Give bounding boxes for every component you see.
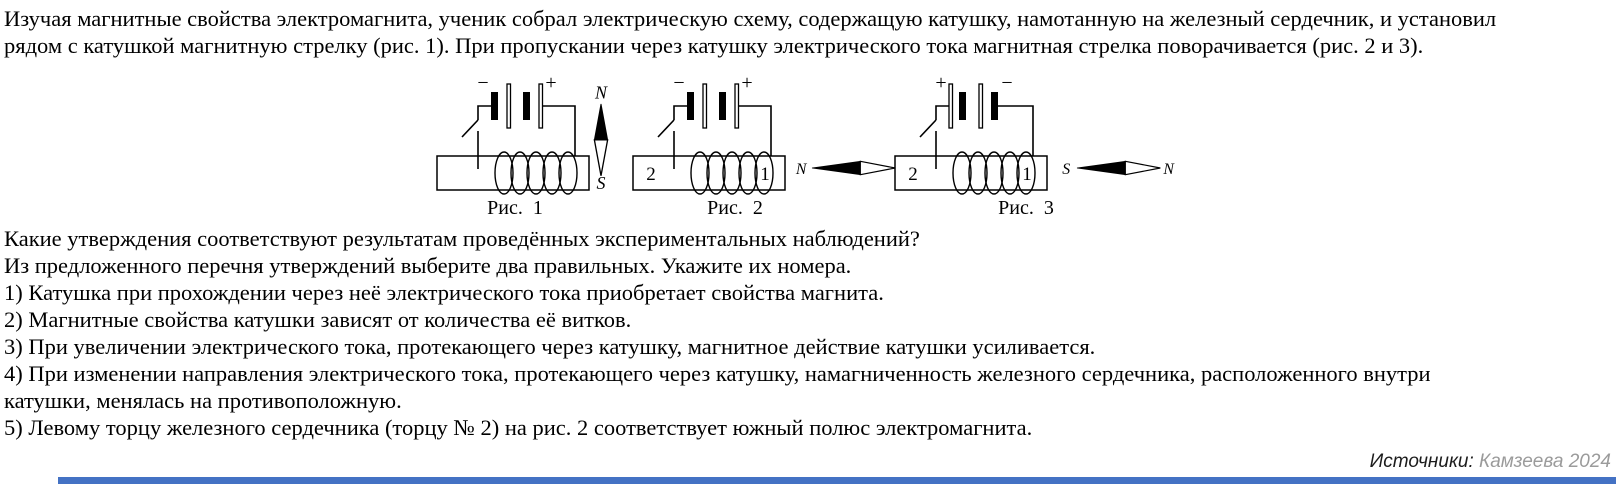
fig2-caption: Рис. 2 xyxy=(707,197,763,219)
intro-line-1: Изучая магнитные свойства электромагнита… xyxy=(4,6,1497,31)
fig1-needle-dark-half xyxy=(593,103,609,141)
intro-paragraph: Изучая магнитные свойства электромагнита… xyxy=(4,5,1496,59)
option-4-line-2: катушки, менялась на противоположную. xyxy=(4,388,402,413)
fig2-needle-left-label: N xyxy=(795,161,808,178)
fig1-needle-light-half xyxy=(593,139,609,176)
fig2-core-end-1-label: 1 xyxy=(760,164,770,185)
fig3-needle-light-half xyxy=(1124,160,1161,176)
fig1-coil xyxy=(494,151,578,195)
fig1-battery-minus-label: − xyxy=(477,74,488,94)
fig1-switch xyxy=(461,105,491,169)
fig3-right-wire xyxy=(998,105,1034,156)
option-3: 3) При увеличении электрического тока, п… xyxy=(4,334,1096,359)
question-line-2: Из предложенного перечня утверждений выб… xyxy=(4,253,852,278)
option-2: 2) Магнитные свойства катушки зависят от… xyxy=(4,307,632,332)
fig3-needle-right-label: N xyxy=(1162,161,1175,178)
fig2-battery-minus-label: − xyxy=(673,74,684,94)
fig3-needle-dark-half xyxy=(1076,160,1126,176)
fig1-battery xyxy=(491,83,544,129)
fig1-needle-south-label: S xyxy=(597,173,606,192)
fig3-needle-left-label: S xyxy=(1062,161,1070,178)
source-value: Камзеева 2024 xyxy=(1473,451,1611,472)
source-label: Источники: xyxy=(1369,451,1474,472)
fig2-circuit-diagram: − + 2 1 xyxy=(632,74,786,195)
fig1-needle-north-label: N xyxy=(594,84,608,102)
fig3-circuit-diagram: + − 2 1 xyxy=(894,74,1048,195)
fig2-core-end-2-label: 2 xyxy=(646,164,656,185)
source-attribution: Источники: Камзеева 2024 xyxy=(1370,451,1611,473)
fig1-compass-needle: N S xyxy=(593,84,609,192)
fig2-switch xyxy=(657,105,687,169)
fig1-circuit-diagram: − + xyxy=(436,74,590,195)
option-1: 1) Катушка при прохождении через неё эле… xyxy=(4,280,884,305)
fig3-battery-minus-label: − xyxy=(1001,74,1012,94)
question-block: Какие утверждения соответствуют результа… xyxy=(4,225,1431,441)
fig3-core-end-2-label: 2 xyxy=(908,164,918,185)
question-line-1: Какие утверждения соответствуют результа… xyxy=(4,226,920,251)
intro-line-2: рядом с катушкой магнитную стрелку (рис.… xyxy=(4,33,1424,58)
fig1-battery-plus-label: + xyxy=(545,74,556,94)
fig3-battery xyxy=(948,83,998,129)
fig2-needle-light-half xyxy=(859,160,896,176)
fig3-switch xyxy=(919,105,949,169)
fig2-battery xyxy=(687,83,740,129)
fig3-core-end-1-label: 1 xyxy=(1022,164,1032,185)
fig3-coil xyxy=(952,151,1036,195)
fig2-battery-plus-label: + xyxy=(741,74,752,94)
fig3-caption: Рис. 3 xyxy=(998,197,1054,219)
option-5: 5) Левому торцу железного сердечника (то… xyxy=(4,415,1033,440)
fig2-coil xyxy=(690,151,774,195)
option-4-line-1: 4) При изменении направления электрическ… xyxy=(4,361,1431,386)
fig2-needle-dark-half xyxy=(811,160,861,176)
fig3-compass-needle: S N xyxy=(1062,160,1175,178)
fig2-right-wire xyxy=(738,105,772,156)
fig3-battery-plus-label: + xyxy=(935,74,946,94)
fig1-right-wire xyxy=(542,105,576,156)
bottom-accent-bar xyxy=(58,477,1616,484)
fig1-caption: Рис. 1 xyxy=(487,197,543,219)
